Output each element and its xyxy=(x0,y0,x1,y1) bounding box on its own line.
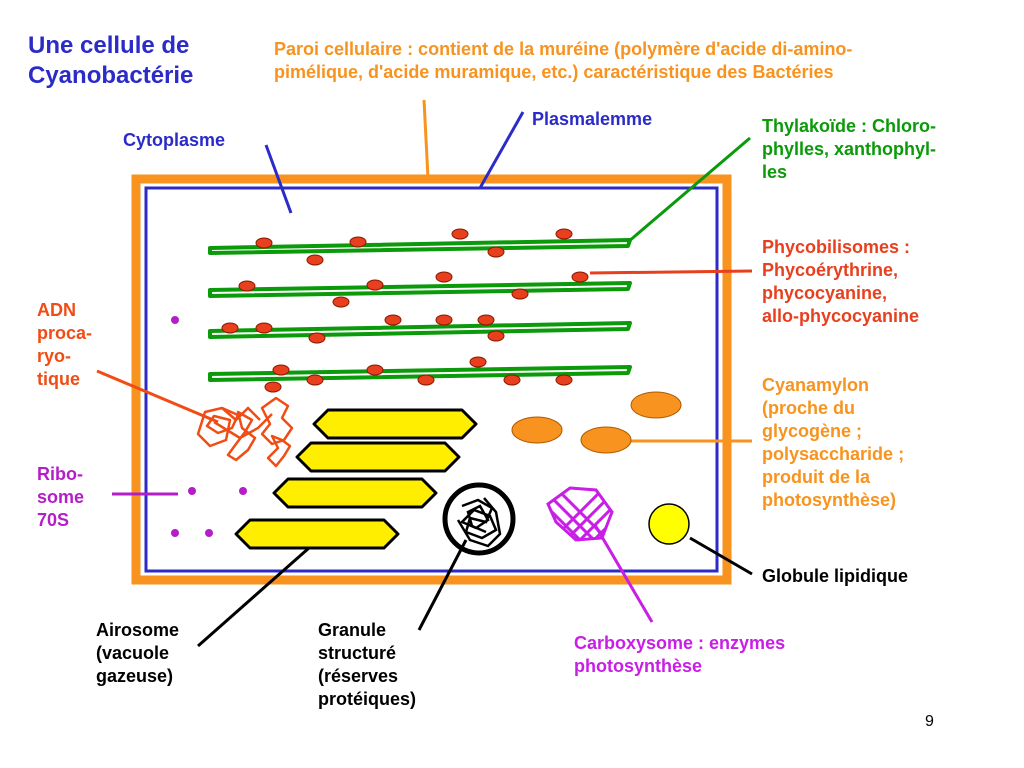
label-thylakoide: Thylakoïde : Chloro- phylles, xanthophyl… xyxy=(762,116,937,182)
phycobilisome xyxy=(221,322,239,334)
thylakoid-membrane xyxy=(208,281,632,298)
airosome xyxy=(312,408,478,440)
phycobilisome xyxy=(487,246,505,258)
structured-granule xyxy=(442,482,516,556)
phycobilisome xyxy=(255,322,273,334)
phycobilisome xyxy=(417,374,435,386)
cyanamylon-granule xyxy=(580,426,632,454)
leader-carboxysome xyxy=(593,524,654,623)
airosome xyxy=(272,477,438,509)
phycobilisome xyxy=(306,254,324,266)
phycobilisome xyxy=(435,271,453,283)
thylakoid-membrane xyxy=(208,321,632,339)
label-paroi: Paroi cellulaire : contient de la muréin… xyxy=(274,39,853,82)
thylakoids xyxy=(208,238,632,382)
label-plasmalemme: Plasmalemme xyxy=(532,109,653,129)
airosomes xyxy=(234,408,478,550)
phycobilisome xyxy=(306,374,324,386)
label-cytoplasme: Cytoplasme xyxy=(123,130,226,150)
phycobilisome xyxy=(384,314,402,326)
label-phycobilisomes: Phycobilisomes : Phycoérythrine, phycocy… xyxy=(762,237,920,326)
cyanamylon-granule xyxy=(511,416,563,444)
label-cyanamylon: Cyanamylon (proche du glycogène ; polysa… xyxy=(762,375,905,510)
phycobilisome xyxy=(366,279,384,291)
title: Une cellule de Cyanobactérie xyxy=(28,32,194,89)
phycobilisome xyxy=(555,228,573,240)
airosome xyxy=(295,441,461,473)
phycobilisomes xyxy=(221,228,589,393)
phycobilisome xyxy=(264,381,282,393)
phycobilisome xyxy=(503,374,521,386)
leader-thylakoide xyxy=(627,136,751,244)
plasma-membrane xyxy=(144,186,719,573)
carboxysome xyxy=(546,486,614,542)
dna-tangle xyxy=(196,396,294,468)
ribosome xyxy=(188,487,196,495)
phycobilisome xyxy=(469,356,487,368)
label-globule: Globule lipidique xyxy=(762,566,908,586)
phycobilisome xyxy=(308,332,326,344)
leader-granule xyxy=(417,539,468,631)
phycobilisome xyxy=(555,374,573,386)
leader-globule xyxy=(689,536,753,576)
thylakoid-membrane xyxy=(208,238,632,255)
phycobilisome xyxy=(332,296,350,308)
phycobilisome xyxy=(272,364,290,376)
cyanamylon-granule xyxy=(630,391,682,419)
phycobilisome xyxy=(511,288,529,300)
phycobilisome xyxy=(477,314,495,326)
leader-adn xyxy=(96,369,219,424)
leader-plasmalemme xyxy=(478,111,525,189)
phycobilisome xyxy=(349,236,367,248)
leader-cytoplasme xyxy=(264,144,293,214)
lipid-globule xyxy=(648,503,690,545)
phycobilisome xyxy=(366,364,384,376)
cyanamylon-granules xyxy=(511,391,682,454)
label-granule: Granule structuré (réserves protéiques) xyxy=(318,620,417,709)
label-ribosome: Ribo- some 70S xyxy=(37,464,85,530)
phycobilisome xyxy=(571,271,589,283)
leader-phycobilisomes xyxy=(589,269,753,275)
phycobilisome xyxy=(451,228,469,240)
label-carboxysome: Carboxysome : enzymes photosynthèse xyxy=(574,633,786,676)
ribosomes xyxy=(171,316,247,537)
phycobilisome xyxy=(487,330,505,342)
ribosome xyxy=(205,529,213,537)
ribosome xyxy=(171,316,179,324)
leader-paroi xyxy=(422,99,430,179)
label-airosome: Airosome (vacuole gazeuse) xyxy=(96,620,180,686)
airosome xyxy=(234,518,400,550)
leader-airosome xyxy=(197,538,319,648)
cell-wall xyxy=(131,174,732,585)
thylakoid-membrane xyxy=(208,365,632,382)
label-adn: ADN proca- ryo- tique xyxy=(37,300,93,389)
phycobilisome xyxy=(238,280,256,292)
page-number: 9 xyxy=(925,713,934,730)
phycobilisome xyxy=(435,314,453,326)
ribosome xyxy=(171,529,179,537)
ribosome xyxy=(239,487,247,495)
phycobilisome xyxy=(255,237,273,249)
